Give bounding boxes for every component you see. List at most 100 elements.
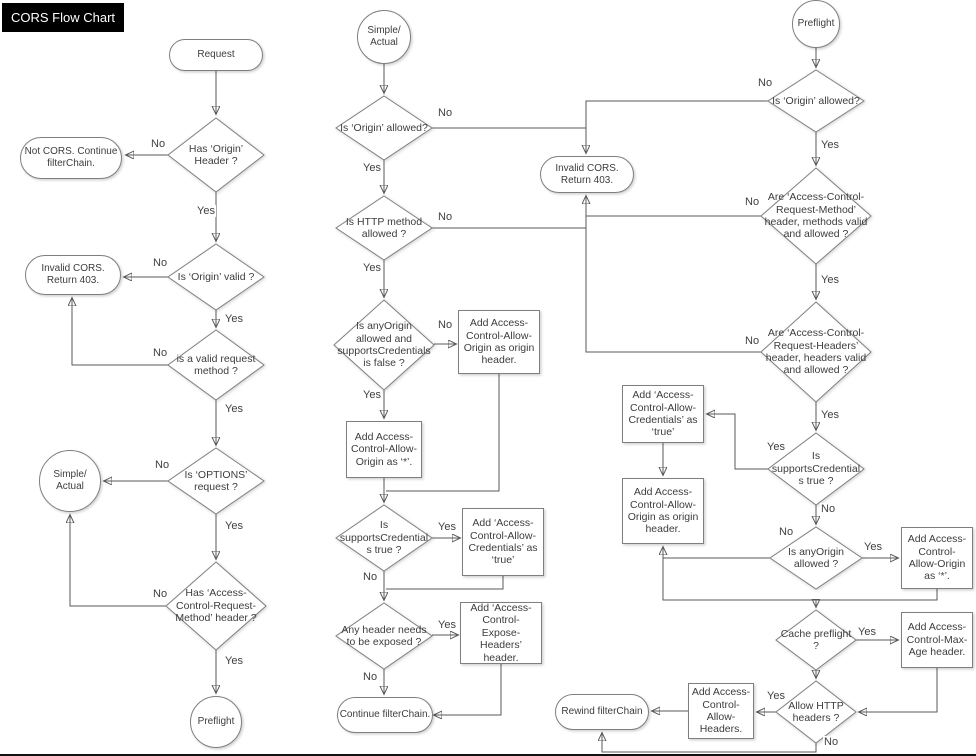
diamond-shape xyxy=(776,681,856,743)
edge-label-no: No xyxy=(820,503,837,516)
node-label: Are ‘Access-Control-Request-Headers’ hea… xyxy=(765,327,867,377)
node-label: Is ‘Origin’ allowed? xyxy=(772,94,860,107)
diamond-shape xyxy=(770,527,862,589)
edge-label-yes: Yes xyxy=(196,205,216,218)
edge-label-yes: Yes xyxy=(857,626,877,639)
edge-label-no: No xyxy=(362,571,379,584)
diamond-shape xyxy=(336,96,432,160)
decision-has-acrm-header: Has ‘Access-Control-Request-Method’ head… xyxy=(166,562,266,650)
edge-label-yes: Yes xyxy=(766,441,786,454)
edge-label-yes: Yes xyxy=(820,274,840,287)
process-add-allow-headers: Add Access-Control-Allow-Headers. xyxy=(688,683,754,739)
decision-is-origin-allowed-right: Is ‘Origin’ allowed? xyxy=(768,70,864,132)
node-label: Invalid CORS. Return 403. xyxy=(555,162,619,186)
edge-label-no: No xyxy=(152,257,169,270)
edge-label-yes: Yes xyxy=(224,655,244,668)
edge-label-yes: Yes xyxy=(766,690,786,703)
diamond-shape xyxy=(336,196,432,260)
node-label: is a valid request method ? xyxy=(176,352,256,377)
edge-label-no: No xyxy=(152,347,169,360)
edge-label-no: No xyxy=(437,319,454,332)
diamond-shape xyxy=(168,330,264,400)
diamond-shape xyxy=(168,244,264,310)
terminator-rewind-filterchain: Rewind filterChain xyxy=(555,694,649,730)
node-label: Not CORS. Continue filterChain. xyxy=(24,146,118,169)
node-label: Are ‘Access-Control-Request-Method’ head… xyxy=(764,191,868,241)
process-add-origin-header-mid: Add Access-Control-Allow-Origin as origi… xyxy=(458,310,540,374)
terminator-not-cors: Not CORS. Continue filterChain. xyxy=(20,137,122,179)
edge-label-yes: Yes xyxy=(362,162,382,175)
edge-label-yes: Yes xyxy=(224,313,244,326)
diamond-shape xyxy=(336,505,432,571)
process-add-origin-header-right: Add Access-Control-Allow-Origin as origi… xyxy=(622,478,704,544)
edge-label-yes: Yes xyxy=(437,619,457,632)
diamond-shape xyxy=(768,433,864,505)
node-label: Simple/ Actual xyxy=(367,25,401,48)
node-label: Is supportsCredentials true ? xyxy=(771,450,861,488)
decision-allow-http-headers: Allow HTTP headers ? xyxy=(776,681,856,743)
decision-anyorigin-allowed: Is anyOrigin allowed ? xyxy=(770,527,862,589)
process-add-credentials-true-right: Add ‘Access-Control-Allow-Credentials’ a… xyxy=(622,385,704,443)
decision-cache-preflight: Cache preflight ? xyxy=(776,610,856,670)
edge-label-yes: Yes xyxy=(820,139,840,152)
node-label: Cache preflight ? xyxy=(780,627,852,652)
node-label: Add Access-Control-Allow-Origin as ‘*’. xyxy=(351,430,417,468)
edge-label-yes: Yes xyxy=(362,262,382,275)
node-label: Is supportsCredentials true ? xyxy=(339,519,429,557)
terminator-continue-filterchain: Continue filterChain. xyxy=(337,697,433,733)
decision-acrm-valid-allowed: Are ‘Access-Control-Request-Method’ head… xyxy=(761,168,871,264)
decision-is-options-request: Is ‘OPTIONS’ request ? xyxy=(168,448,264,514)
edge-label-no: No xyxy=(757,77,774,90)
node-label: Preflight xyxy=(197,716,235,728)
node-label: Add ‘Access-Control-Allow-Credentials’ a… xyxy=(628,389,698,439)
decision-is-origin-valid: Is ‘Origin’ valid ? xyxy=(168,244,264,310)
edge-label-no: No xyxy=(362,671,379,684)
edge-label-yes: Yes xyxy=(362,389,382,402)
diamond-shape xyxy=(168,448,264,514)
diamond-shape xyxy=(761,168,871,264)
edge-label-yes: Yes xyxy=(224,403,244,416)
node-label: Add Access-Control-Max-Age header. xyxy=(906,621,968,659)
node-label: Continue filterChain. xyxy=(339,709,431,721)
process-add-origin-star-mid: Add Access-Control-Allow-Origin as ‘*’. xyxy=(346,421,422,478)
node-label: Is HTTP method allowed ? xyxy=(345,215,423,240)
node-label: Request xyxy=(197,49,235,61)
connector-preflight-left: Preflight xyxy=(190,696,242,748)
node-label: Any header needs to be exposed ? xyxy=(341,623,427,648)
node-label: Is ‘Origin’ allowed? xyxy=(340,121,428,134)
connector-simple-actual-mid: Simple/ Actual xyxy=(357,10,411,64)
decision-valid-request-method: is a valid request method ? xyxy=(168,330,264,400)
node-label: Allow HTTP headers ? xyxy=(788,699,844,724)
diamond-shape xyxy=(761,302,871,402)
page-title: CORS Flow Chart xyxy=(2,3,125,32)
decision-has-origin-header: Has ‘Origin’ Header ? xyxy=(168,118,264,192)
diamond-shape xyxy=(768,70,864,132)
decision-supports-credentials-mid: Is supportsCredentials true ? xyxy=(336,505,432,571)
node-label: Has ‘Origin’ Header ? xyxy=(188,142,244,167)
edge-label-yes: Yes xyxy=(437,521,457,534)
edge-label-no: No xyxy=(437,107,454,120)
process-add-max-age-header: Add Access-Control-Max-Age header. xyxy=(901,612,973,668)
node-label: Rewind filterChain xyxy=(561,706,643,718)
connector-simple-actual-left: Simple/ Actual xyxy=(39,450,101,512)
process-add-origin-star-right: Add Access-Control-Allow-Origin as ‘*’. xyxy=(901,527,973,589)
node-label: Simple/ Actual xyxy=(53,469,87,492)
diamond-shape xyxy=(168,118,264,192)
edge-label-no: No xyxy=(154,459,171,472)
decision-is-http-method-allowed: Is HTTP method allowed ? xyxy=(336,196,432,260)
edge-label-no: No xyxy=(778,526,795,539)
node-label: Add Access-Control-Allow-Headers. xyxy=(691,686,751,736)
process-add-expose-headers: Add ‘Access-Control-Expose-Headers’ head… xyxy=(460,602,542,664)
edge-label-no: No xyxy=(150,138,167,151)
terminator-request: Request xyxy=(169,39,263,71)
edge-label-no: No xyxy=(437,211,454,224)
diamond-shape xyxy=(334,300,434,390)
node-label: Add Access-Control-Allow-Origin as origi… xyxy=(627,486,699,536)
node-label: Add Access-Control-Allow-Origin as ‘*’. xyxy=(907,533,967,583)
connector-preflight-right: Preflight xyxy=(792,0,840,48)
edge-label-yes: Yes xyxy=(863,541,883,554)
node-label: Has ‘Access-Control-Request-Method’ head… xyxy=(175,587,257,625)
node-label: Is ‘OPTIONS’ request ? xyxy=(184,468,248,493)
decision-is-origin-allowed-mid: Is ‘Origin’ allowed? xyxy=(336,96,432,160)
